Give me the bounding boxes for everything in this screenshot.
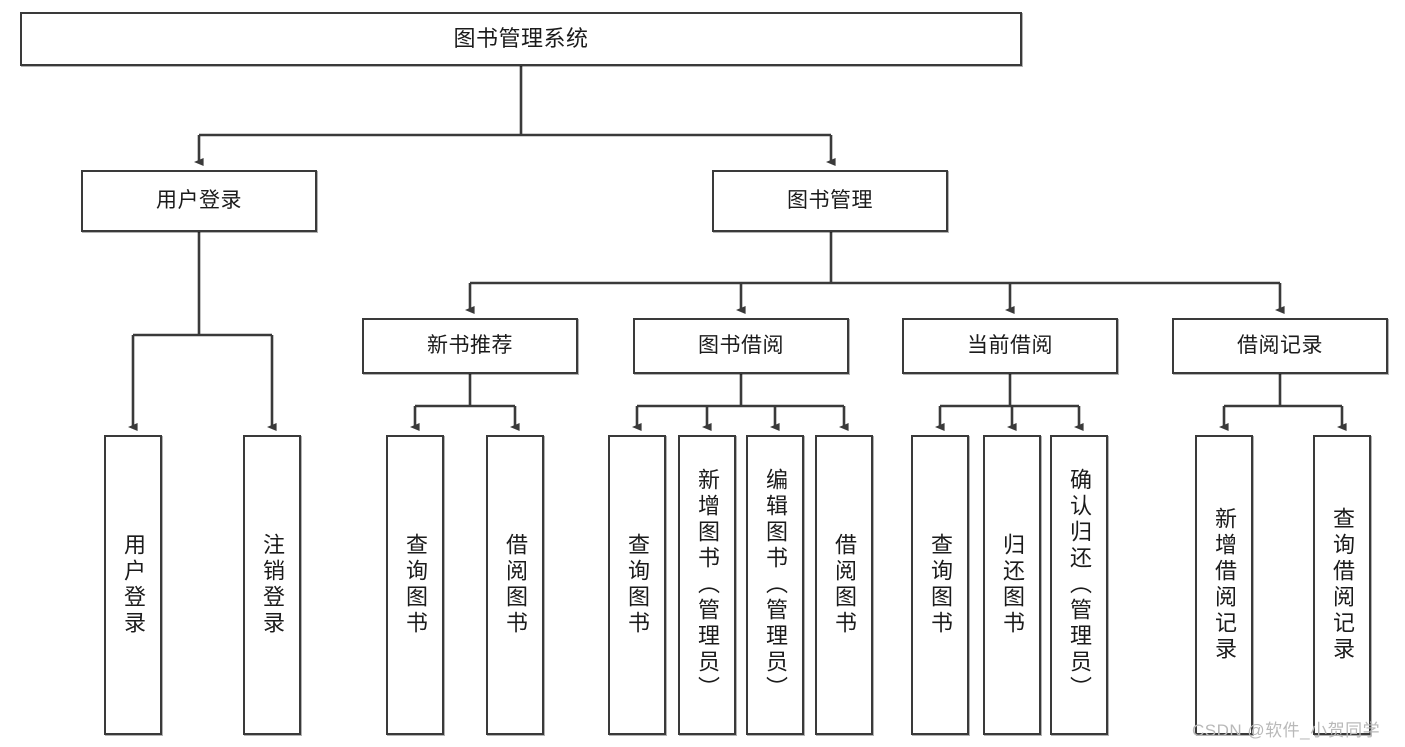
node-label: 借阅记录 xyxy=(1237,333,1323,357)
node-label: 归还图书 xyxy=(1000,533,1025,637)
node-leaf-add-borrow-record[interactable]: 新增借阅记录 xyxy=(1195,435,1253,735)
node-label: 查询图书 xyxy=(928,533,953,637)
node-label: 注销登录 xyxy=(260,533,285,637)
node-book-management[interactable]: 图书管理 xyxy=(712,170,948,232)
node-leaf-borrow-book-2[interactable]: 借阅图书 xyxy=(815,435,873,735)
node-label: 当前借阅 xyxy=(967,333,1053,357)
node-borrow-record[interactable]: 借阅记录 xyxy=(1172,318,1388,374)
node-label: 图书管理 xyxy=(787,188,873,212)
node-leaf-add-book-admin[interactable]: 新增图书（管理员） xyxy=(678,435,736,735)
node-label: 借阅图书 xyxy=(503,533,528,637)
node-label: 新增图书（管理员） xyxy=(695,468,720,702)
node-label: 编辑图书（管理员） xyxy=(763,468,788,702)
node-book-borrow[interactable]: 图书借阅 xyxy=(633,318,849,374)
node-label: 查询图书 xyxy=(625,533,650,637)
node-label: 用户登录 xyxy=(121,533,146,637)
node-leaf-query-book-3[interactable]: 查询图书 xyxy=(911,435,969,735)
node-leaf-borrow-book-1[interactable]: 借阅图书 xyxy=(486,435,544,735)
node-leaf-user-login[interactable]: 用户登录 xyxy=(104,435,162,735)
node-label: 查询借阅记录 xyxy=(1330,507,1355,663)
node-user-login[interactable]: 用户登录 xyxy=(81,170,317,232)
node-label: 查询图书 xyxy=(403,533,428,637)
node-leaf-query-borrow-record[interactable]: 查询借阅记录 xyxy=(1313,435,1371,735)
node-leaf-query-book-2[interactable]: 查询图书 xyxy=(608,435,666,735)
node-label: 确认归还（管理员） xyxy=(1067,468,1092,702)
node-label: 新书推荐 xyxy=(427,333,513,357)
node-label: 图书管理系统 xyxy=(453,26,589,52)
node-current-borrow[interactable]: 当前借阅 xyxy=(902,318,1118,374)
node-leaf-edit-book-admin[interactable]: 编辑图书（管理员） xyxy=(746,435,804,735)
node-label: 借阅图书 xyxy=(832,533,857,637)
node-label: 用户登录 xyxy=(156,188,242,212)
csdn-watermark: CSDN @软件_小贺同学 xyxy=(1192,721,1381,740)
node-leaf-query-book-1[interactable]: 查询图书 xyxy=(386,435,444,735)
node-label: 新增借阅记录 xyxy=(1212,507,1237,663)
node-new-book-recommend[interactable]: 新书推荐 xyxy=(362,318,578,374)
node-leaf-confirm-return-admin[interactable]: 确认归还（管理员） xyxy=(1050,435,1108,735)
node-leaf-user-logout[interactable]: 注销登录 xyxy=(243,435,301,735)
node-root-book-management-system[interactable]: 图书管理系统 xyxy=(20,12,1022,66)
node-leaf-return-book[interactable]: 归还图书 xyxy=(983,435,1041,735)
node-label: 图书借阅 xyxy=(698,333,784,357)
